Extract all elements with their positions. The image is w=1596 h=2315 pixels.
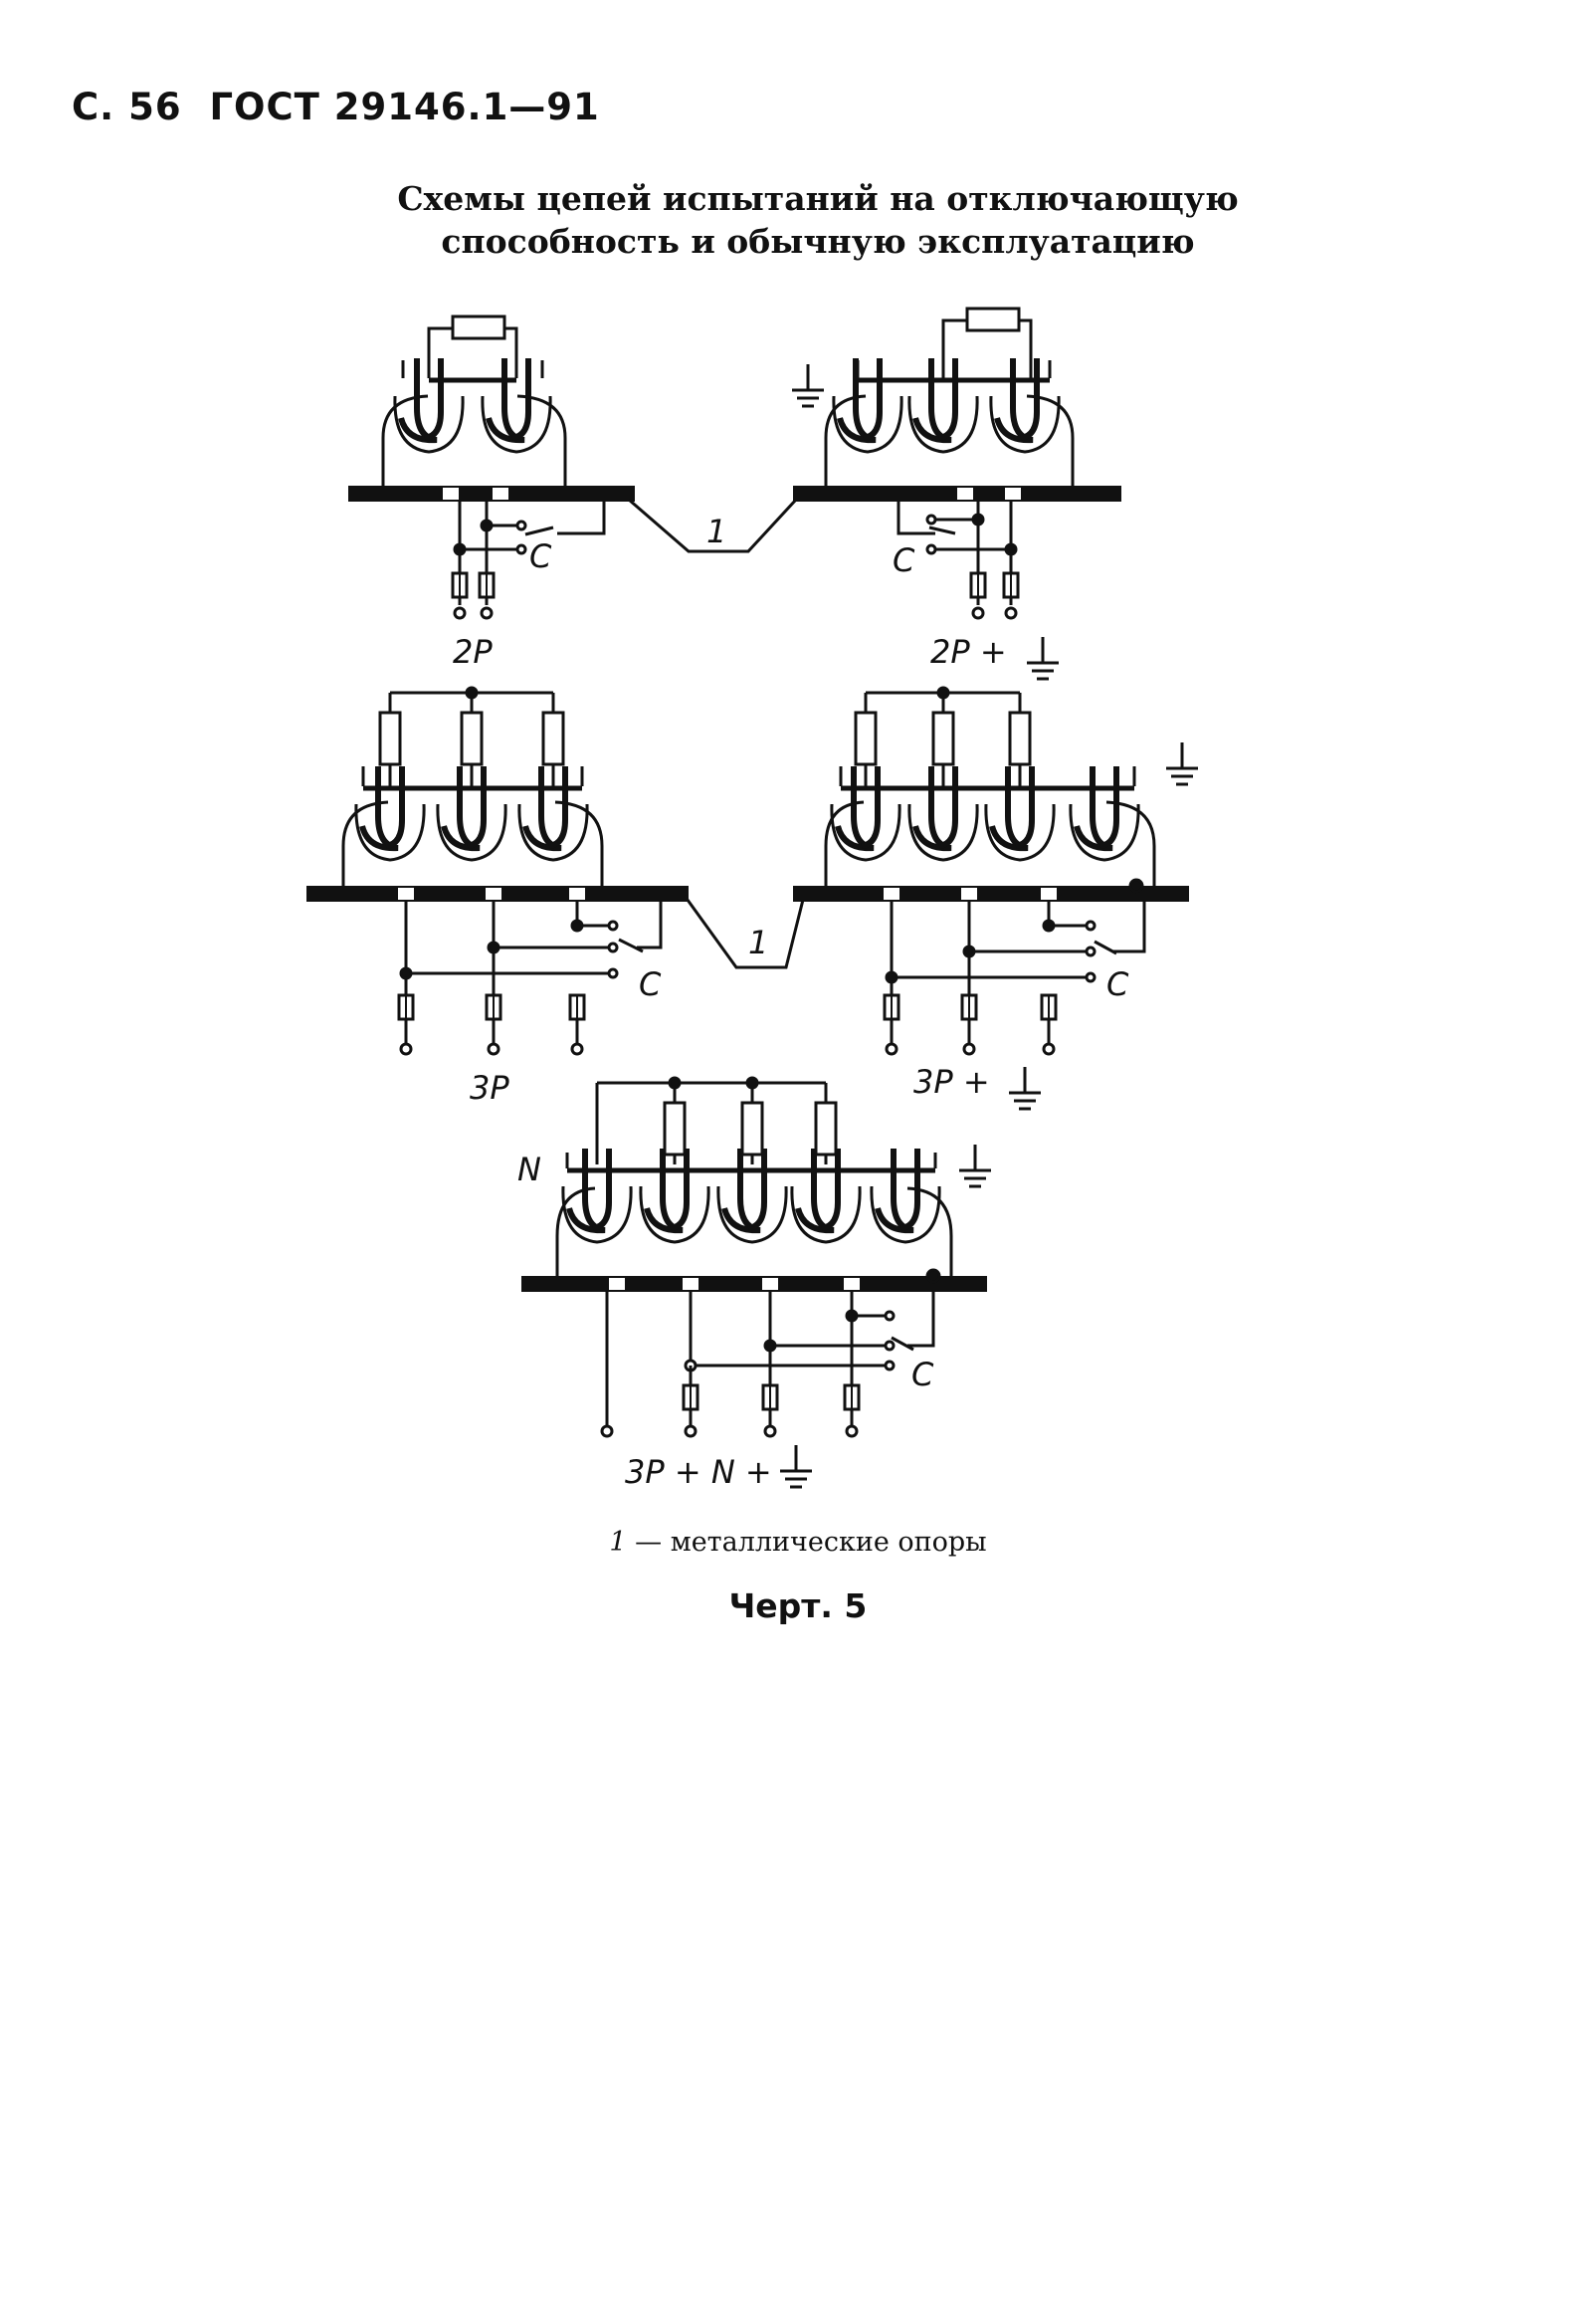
- circuit-3p-n-earth: N C 3P + N +: [517, 1076, 993, 1491]
- label-3p-n-earth: 3P + N +: [625, 1453, 772, 1491]
- figure-title: Схемы цепей испытаний на отключающую спо…: [0, 177, 1596, 263]
- neutral-label: N: [517, 1151, 541, 1188]
- standard-number: ГОСТ 29146.1—91: [209, 86, 600, 128]
- circuit-2p-earth: C 2P +: [790, 307, 1121, 681]
- label-3p: 3P: [470, 1069, 509, 1107]
- figure-legend: 1 — металлические опоры: [0, 1527, 1596, 1558]
- contact-label-2p-earth: C: [893, 541, 915, 579]
- label-2p-earth: 2P +: [930, 633, 1007, 671]
- figure-title-line1: Схемы цепей испытаний на отключающую: [397, 179, 1239, 218]
- legend-text: — металлические опоры: [635, 1527, 987, 1558]
- figure-caption: Черт. 5: [728, 1586, 868, 1625]
- circuit-3p: C 3P: [306, 686, 689, 1107]
- callout-number-middle: 1: [748, 924, 768, 961]
- label-3p-earth: 3P +: [913, 1063, 990, 1101]
- contact-label-2p: C: [529, 537, 552, 575]
- label-2p: 2P: [453, 633, 493, 671]
- callout-number-top: 1: [706, 513, 726, 550]
- page-number: С. 56: [72, 86, 182, 128]
- contact-label-3p: C: [639, 965, 662, 1003]
- figure-title-line2: способность и обычную эксплуатацию: [441, 222, 1195, 261]
- page-header: С. 56 ГОСТ 29146.1—91: [72, 86, 614, 128]
- contact-label-3p-n-earth: C: [911, 1356, 934, 1393]
- circuit-2p: C 2P: [348, 315, 635, 671]
- support-callout-top: 1: [628, 498, 798, 553]
- legend-number: 1: [609, 1527, 627, 1558]
- support-callout-middle: 1: [683, 895, 806, 969]
- contact-label-3p-earth: C: [1106, 965, 1129, 1003]
- circuit-3p-earth: C 3P +: [793, 686, 1200, 1111]
